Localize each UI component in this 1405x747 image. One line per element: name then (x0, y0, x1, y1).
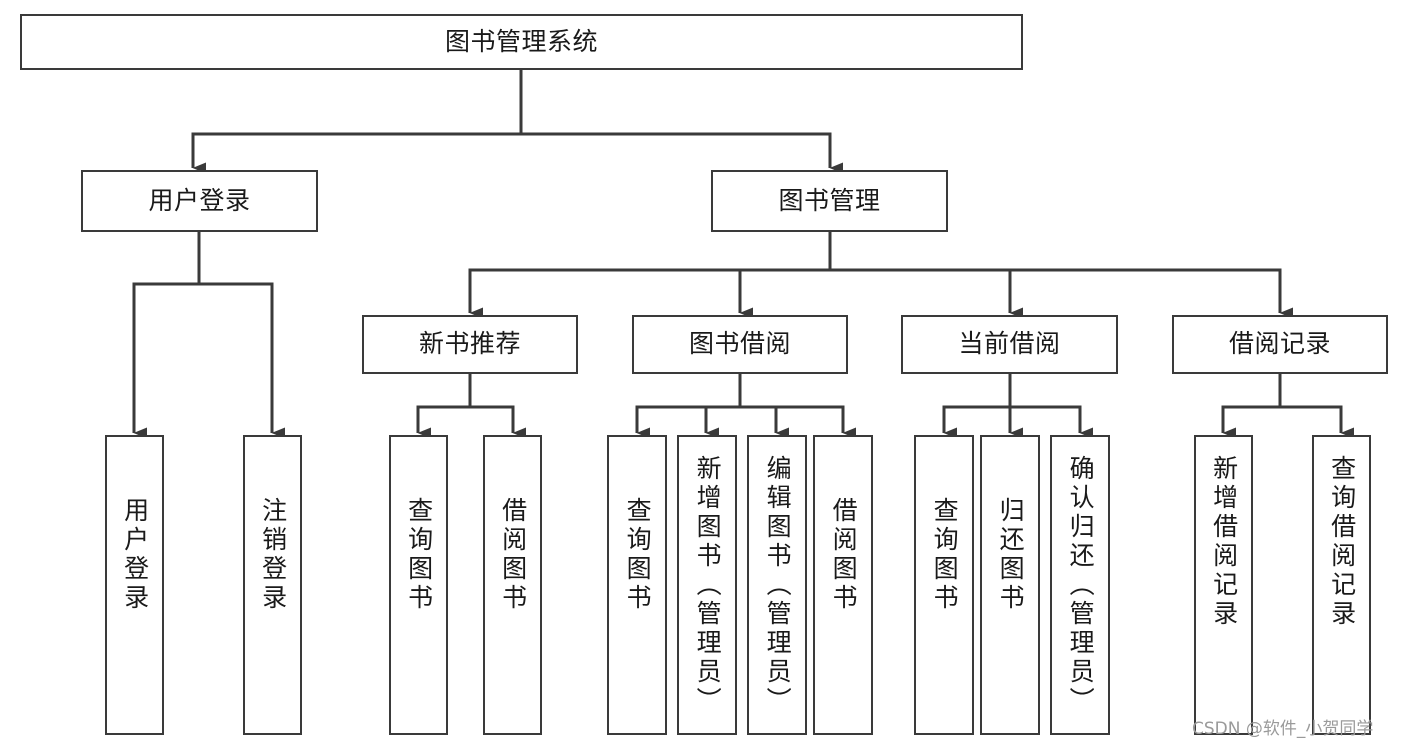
node-user-login-label: 用户登录 (148, 186, 251, 215)
node-leaf-query-book-2-label: 查询图书 (623, 497, 652, 613)
node-leaf-query-record-label: 查询借阅记录 (1327, 455, 1356, 629)
node-leaf-return-book-label: 归还图书 (996, 497, 1025, 613)
node-leaf-user-login[interactable]: 用户登录 (105, 435, 164, 735)
node-leaf-edit-book-label: 编辑图书（管理员） (763, 455, 792, 716)
node-current-borrow-label: 当前借阅 (958, 330, 1061, 359)
node-user-login[interactable]: 用户登录 (81, 170, 318, 232)
node-leaf-query-record[interactable]: 查询借阅记录 (1312, 435, 1371, 735)
node-leaf-logout-label: 注销登录 (258, 497, 287, 613)
node-leaf-borrow-book-2[interactable]: 借阅图书 (813, 435, 873, 735)
node-book-manage-label: 图书管理 (778, 186, 881, 215)
node-new-book-rec[interactable]: 新书推荐 (362, 315, 578, 374)
node-leaf-logout[interactable]: 注销登录 (243, 435, 302, 735)
node-root[interactable]: 图书管理系统 (20, 14, 1023, 70)
node-leaf-add-book[interactable]: 新增图书（管理员） (677, 435, 737, 735)
node-borrow-record-label: 借阅记录 (1228, 330, 1331, 359)
node-leaf-confirm-return[interactable]: 确认归还（管理员） (1050, 435, 1110, 735)
watermark-text: CSDN @软件_小贺同学 (1192, 719, 1374, 739)
node-leaf-query-book-2[interactable]: 查询图书 (607, 435, 667, 735)
node-leaf-query-book-3-label: 查询图书 (930, 497, 959, 613)
node-leaf-query-book-1[interactable]: 查询图书 (389, 435, 448, 735)
node-leaf-user-login-label: 用户登录 (120, 497, 149, 613)
node-book-borrow-label: 图书借阅 (688, 330, 791, 359)
node-leaf-query-book-1-label: 查询图书 (404, 497, 433, 613)
node-leaf-query-book-3[interactable]: 查询图书 (914, 435, 974, 735)
node-borrow-record[interactable]: 借阅记录 (1172, 315, 1388, 374)
node-book-manage[interactable]: 图书管理 (711, 170, 948, 232)
node-leaf-borrow-book-2-label: 借阅图书 (829, 497, 858, 613)
node-leaf-add-book-label: 新增图书（管理员） (693, 455, 722, 716)
node-root-label: 图书管理系统 (444, 27, 598, 56)
node-leaf-add-record-label: 新增借阅记录 (1209, 455, 1238, 629)
node-leaf-return-book[interactable]: 归还图书 (980, 435, 1040, 735)
node-leaf-confirm-return-label: 确认归还（管理员） (1066, 455, 1095, 716)
node-current-borrow[interactable]: 当前借阅 (901, 315, 1118, 374)
node-leaf-add-record[interactable]: 新增借阅记录 (1194, 435, 1253, 735)
node-book-borrow[interactable]: 图书借阅 (632, 315, 848, 374)
node-leaf-borrow-book-1-label: 借阅图书 (498, 497, 527, 613)
node-leaf-edit-book[interactable]: 编辑图书（管理员） (747, 435, 807, 735)
node-leaf-borrow-book-1[interactable]: 借阅图书 (483, 435, 542, 735)
node-new-book-rec-label: 新书推荐 (418, 330, 521, 359)
